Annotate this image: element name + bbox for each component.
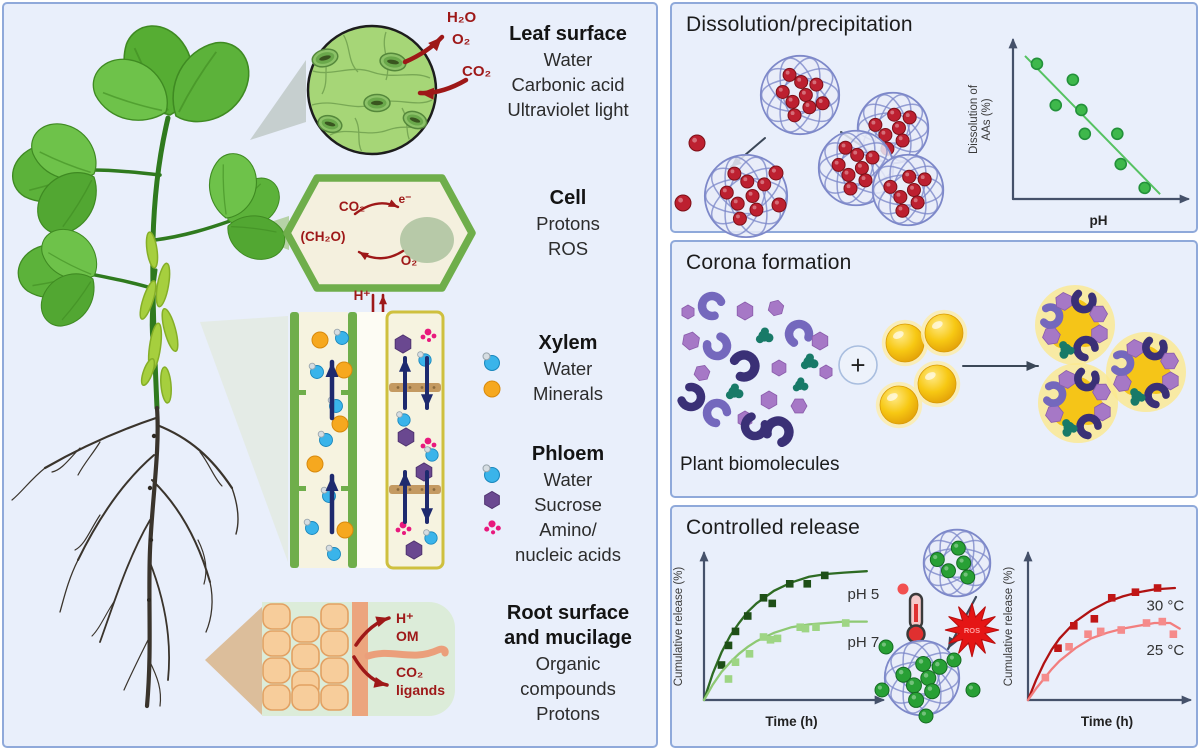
leaf-surface-line: Carbonic acid (511, 74, 625, 95)
xylem-title: Xylem (538, 332, 598, 354)
xylem-line: Water (543, 358, 593, 379)
dissolution-panel-title: Dissolution/precipitation (686, 13, 913, 36)
corona-formation-panel: Corona formation Plant biomolecules (670, 240, 1198, 498)
label-block-root: Root surface and mucilage Organic compou… (474, 601, 662, 726)
leaf-surface-line: Water (543, 49, 593, 70)
release-panel-title: Controlled release (686, 516, 861, 539)
root-title: and mucilage (504, 627, 632, 649)
cell-line: Protons (536, 213, 600, 234)
cell-line: ROS (547, 238, 589, 259)
plant-overview-panel: Leaf surface Water Carbonic acid Ultravi… (2, 2, 658, 748)
root-title: Root surface (506, 602, 630, 624)
root-line: Organic (535, 653, 601, 674)
label-block-leaf-surface: Leaf surface Water Carbonic acid Ultravi… (474, 22, 662, 122)
leaf-surface-title: Leaf surface (509, 23, 627, 45)
dissolution-precipitation-panel: Dissolution/precipitation (670, 2, 1198, 233)
xylem-line: Minerals (533, 383, 603, 404)
phloem-title: Phloem (531, 443, 605, 465)
phloem-line: nucleic acids (515, 544, 621, 565)
controlled-release-panel: Controlled release (670, 505, 1198, 748)
root-line: compounds (520, 678, 616, 699)
label-block-phloem: Phloem Water Sucrose Amino/ nucleic acid… (474, 442, 662, 567)
phloem-line: Water (543, 469, 593, 490)
plant-biomolecules-label: Plant biomolecules (680, 454, 840, 475)
leaf-surface-line: Ultraviolet light (507, 99, 629, 120)
cell-title: Cell (549, 187, 587, 209)
phloem-line: Sucrose (534, 494, 602, 515)
root-line: Protons (536, 703, 600, 724)
corona-panel-title: Corona formation (686, 251, 852, 274)
label-block-xylem: Xylem Water Minerals (474, 331, 662, 406)
phloem-line: Amino/ (539, 519, 597, 540)
label-block-cell: Cell Protons ROS (474, 186, 662, 261)
